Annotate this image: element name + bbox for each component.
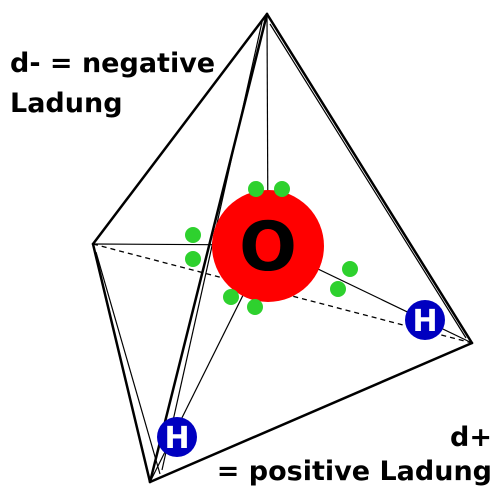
electron-bottom-left bbox=[223, 289, 239, 305]
hydrogen-atom-right-circle bbox=[405, 300, 445, 340]
oxygen-symbol: O bbox=[239, 208, 297, 287]
negative-charge-label-line2: Ladung bbox=[10, 88, 123, 119]
hydrogen-atom-right: H bbox=[405, 300, 445, 340]
edge-top-right-inner bbox=[269, 23, 467, 339]
electron-bottom-right bbox=[247, 299, 263, 315]
hydrogen-symbol-bottom: H bbox=[164, 421, 189, 456]
electron-right-lower bbox=[330, 281, 346, 297]
hydrogen-atom-bottom-circle bbox=[157, 417, 197, 457]
edge-right-bottom bbox=[148, 341, 474, 484]
edge-top-bottom bbox=[148, 12, 269, 484]
oxygen-atom bbox=[212, 190, 324, 302]
electron-left-lower bbox=[185, 251, 201, 267]
positive-charge-label-line2: = positive Ladung bbox=[216, 456, 492, 487]
lone-pair-electrons bbox=[185, 181, 358, 315]
electron-top-left bbox=[248, 181, 264, 197]
positive-charge-label-line1: d+ bbox=[450, 422, 492, 453]
edge-top-right bbox=[265, 12, 474, 345]
hydrogen-atom-bottom: H bbox=[157, 417, 197, 457]
hydrogen-symbol-right: H bbox=[412, 304, 437, 339]
electron-left-upper bbox=[185, 227, 201, 243]
edge-left-bottom bbox=[91, 242, 152, 484]
negative-charge-label-line1: d- = negative bbox=[10, 48, 216, 79]
tetrahedron-edges bbox=[91, 12, 474, 484]
electron-top-right bbox=[274, 181, 290, 197]
edge-top-left bbox=[91, 12, 269, 246]
electron-right-upper bbox=[342, 261, 358, 277]
edge-left-bottom-inner bbox=[95, 251, 161, 475]
